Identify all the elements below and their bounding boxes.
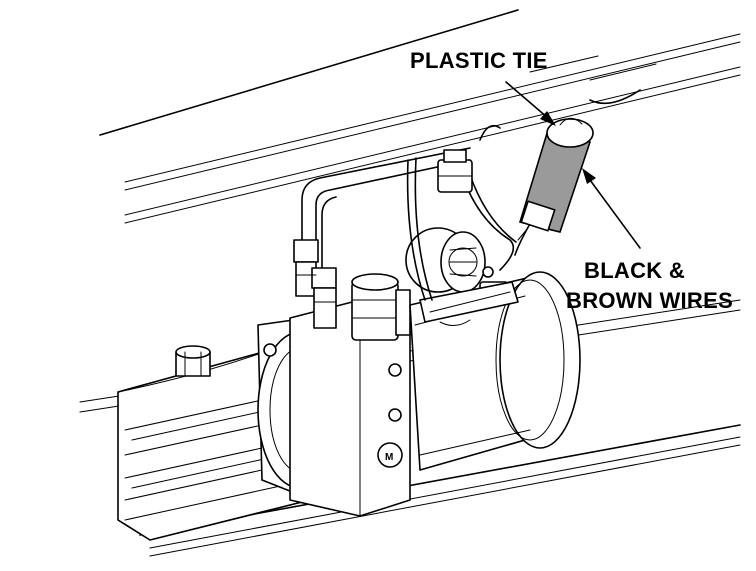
wiring-harness (406, 89, 641, 301)
svg-text:M: M (385, 452, 393, 463)
wires-leader (582, 168, 641, 249)
plastic-tie (517, 117, 594, 241)
valve-manifold-block: M (289, 299, 411, 517)
upper-frame-rail (99, 9, 741, 224)
mounting-bracket (419, 281, 519, 326)
electric-motor (409, 271, 581, 471)
wires-label-line1: BLACK & (584, 258, 686, 283)
plastic-tie-label: PLASTIC TIE (410, 48, 548, 73)
plastic-tie-leader (505, 81, 556, 126)
wires-label-line2: BROWN WIRES (566, 288, 734, 313)
hydraulic-hose (293, 147, 471, 329)
filler-cap (175, 345, 211, 377)
solenoid-valve (351, 273, 411, 341)
